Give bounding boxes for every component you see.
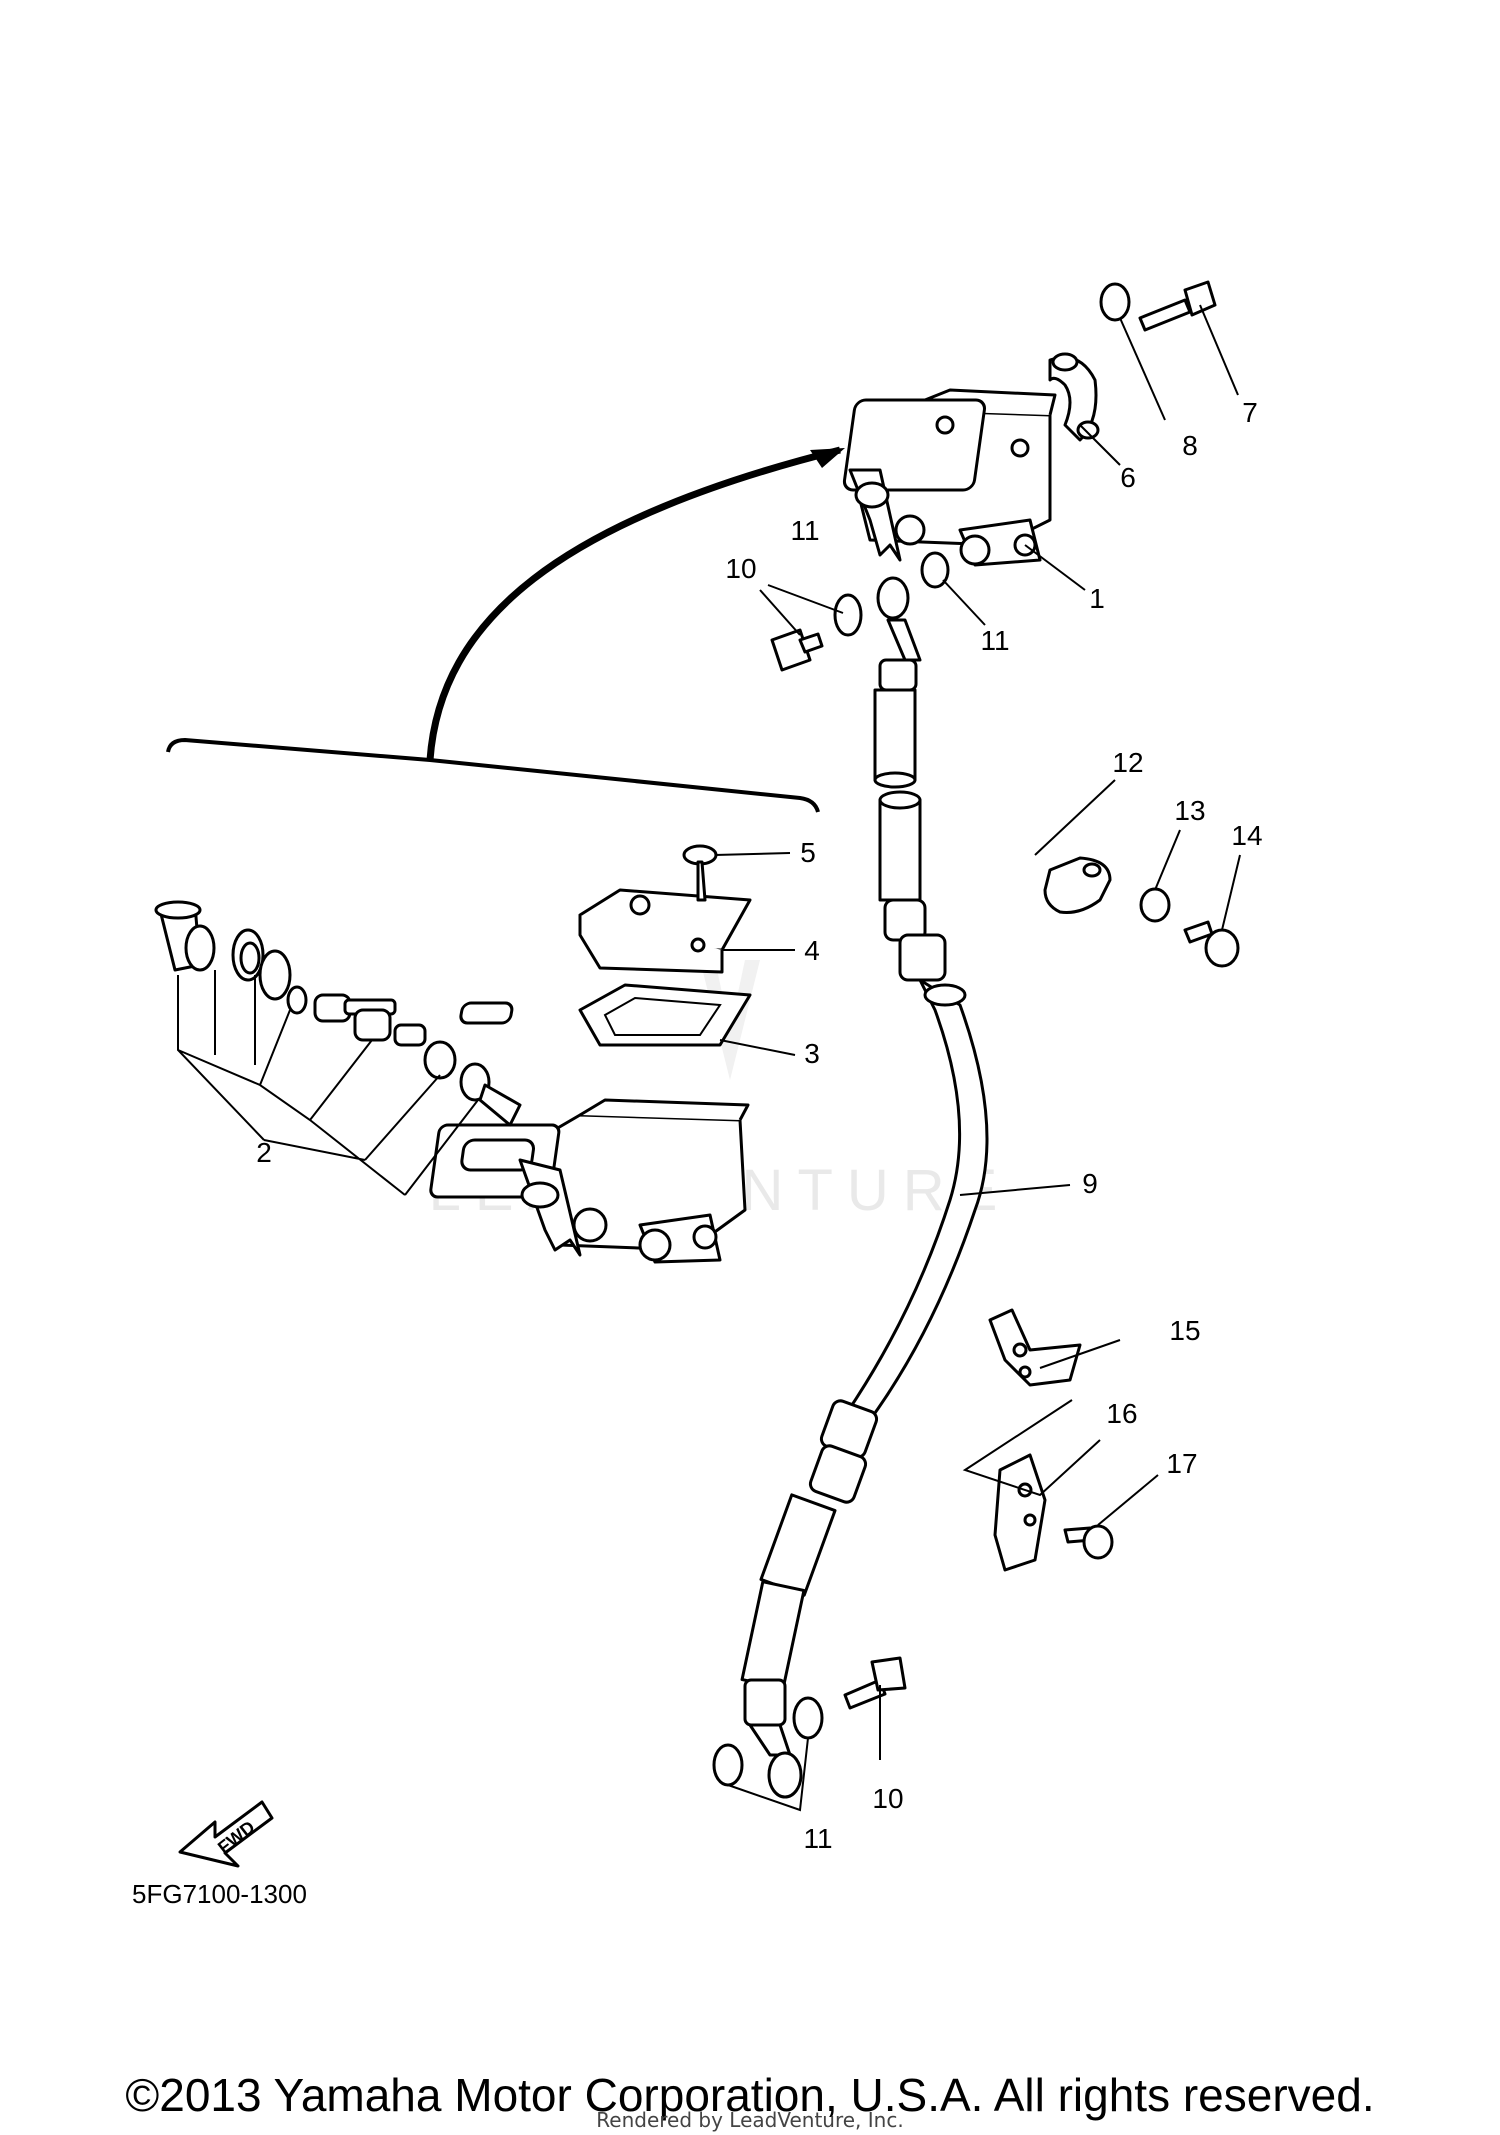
clamp-bolt-part [1183,920,1240,968]
callout-11: 11 [790,515,819,546]
rendered-by-notice: Rendered by LeadVenture, Inc. [596,2108,904,2132]
master-cylinder-assembly [842,388,1057,567]
forward-arrow-icon: FWD [178,1800,274,1868]
callout-10b: 10 [872,1783,903,1814]
leader-lines [714,304,1241,1812]
washer-part [792,1696,824,1740]
brake-hose-upper-fitting [873,576,922,789]
callout-7: 7 [1242,397,1258,428]
callout-13: 13 [1174,795,1205,826]
callout-1: 1 [1089,583,1105,614]
reservoir-cover-part [578,888,752,974]
bracket-screw-part [1063,1524,1114,1560]
hose-guide-bracket [988,1308,1082,1387]
callout-9: 9 [1082,1168,1098,1199]
piston-kit-parts [154,900,522,1127]
callout-11c: 11 [803,1823,832,1854]
callout-14: 14 [1231,820,1262,851]
hose-holder-bracket [993,1453,1047,1572]
banjo-bolt-part [843,1656,907,1710]
diaphragm-part [459,983,752,1047]
callout-5: 5 [800,837,816,868]
callout-15: 15 [1169,1315,1200,1346]
brake-hose-lower-fitting [740,1580,806,1799]
master-cylinder-body [429,1098,750,1264]
exploded-view-bracket [166,737,820,813]
callout-numbers: 1 2 3 4 5 6 7 8 9 10 11 11 12 13 14 15 1… [256,397,1262,1854]
callout-8: 8 [1182,430,1198,461]
assembly-arrow [426,446,845,761]
diagram-code: 5FG7100-1300 [132,1879,307,1909]
copyright-notice: ©2013 Yamaha Motor Corporation, U.S.A. A… [125,2069,1375,2121]
washer-part [920,551,950,589]
callout-2: 2 [256,1137,272,1168]
callout-12: 12 [1112,747,1143,778]
washer-part [712,1743,744,1787]
callout-10: 10 [725,553,756,584]
clamp-bolt-part [1138,280,1217,332]
piston-kit-grouping-lines [177,970,479,1196]
hose-clamp-part [1043,856,1112,914]
washer-part [833,593,863,637]
cover-screw-part [682,844,718,902]
washer-part [1099,282,1131,322]
clamp-part [1048,352,1100,442]
callout-6: 6 [1120,462,1136,493]
callout-4: 4 [804,935,820,966]
callout-3: 3 [804,1038,820,1069]
collar-part [1139,887,1171,923]
callout-11b: 11 [980,625,1009,656]
callout-16: 16 [1106,1398,1137,1429]
callout-17: 17 [1166,1448,1197,1479]
banjo-bolt-part [770,628,824,672]
